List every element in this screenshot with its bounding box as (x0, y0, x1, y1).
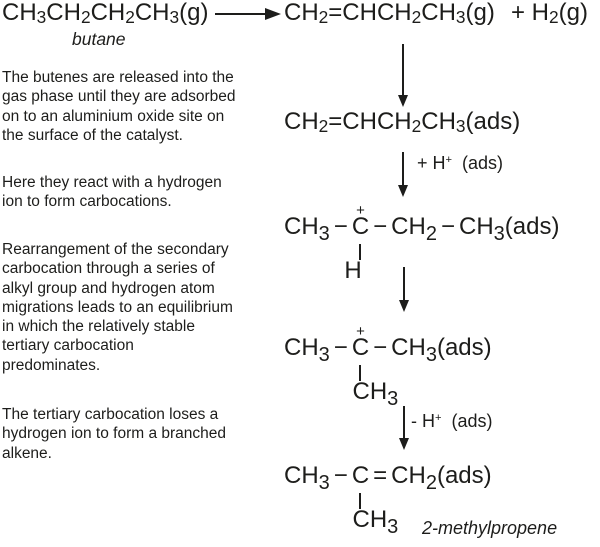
sec-bond-3: − (440, 213, 455, 240)
sec-below-hydrogen: H (344, 257, 362, 284)
down-arrow-1-line (402, 44, 404, 96)
tert-left-group: CH3 (284, 334, 330, 366)
tert-bond-2: − (373, 334, 388, 361)
prod-below-methyl: CH3 (352, 506, 399, 538)
reaction-arrow-line (215, 13, 267, 15)
down-arrow-1-head (398, 95, 408, 107)
prod-vertical-bond (359, 493, 362, 509)
prod-bond-1: − (333, 462, 348, 489)
sec-vertical-bond (359, 244, 362, 260)
sec-left-group: CH3 (284, 213, 330, 245)
sec-bond-2: − (373, 213, 388, 240)
butene-adsorbed-formula: CH2=CHCH2CH3(ads) (284, 108, 521, 137)
tert-central-carbon: C + CH3 (351, 323, 399, 410)
down-arrow-4-head (399, 438, 409, 450)
down-arrow-3-line (403, 267, 405, 301)
add-hydrogen-ion-label: + H+ (ads) (417, 153, 504, 173)
positive-charge-icon: + (356, 202, 365, 219)
down-arrow-3-head (399, 300, 409, 312)
tert-right-group: CH3(ads) (391, 334, 492, 366)
down-arrow-2-line (402, 152, 404, 186)
hydrogen-product-formula: + H2(g) (511, 0, 588, 28)
lose-hydrogen-ion-label: - H+ (ads) (411, 411, 493, 431)
sec-bond-1: − (333, 213, 348, 240)
product-label: 2-methylpropene (422, 518, 558, 538)
butane-formula: CH3CH2CH2CH3(g) (2, 0, 209, 28)
sec-central-carbon: C + H (344, 202, 370, 284)
positive-charge-icon: + (356, 323, 365, 340)
sec-right-group: CH3(ads) (458, 213, 560, 245)
reaction-arrow-head (265, 8, 281, 20)
prod-double-bond: = (373, 462, 388, 489)
secondary-carbocation-structure: CH3 − C + H − CH2 − CH3(ads) (284, 202, 560, 284)
tertiary-carbocation-structure: CH3 − C + CH3 − CH3(ads) (284, 323, 492, 410)
prod-right-group: CH2(ads) (391, 462, 492, 494)
product-structure: CH3 − C CH3 = CH2(ads) (284, 462, 492, 538)
butane-label: butane (72, 29, 126, 49)
tert-below-methyl: CH3 (352, 378, 399, 410)
prod-central-carbon: C CH3 (351, 462, 399, 538)
tert-bond-1: − (333, 334, 348, 361)
prod-left-group: CH3 (284, 462, 330, 494)
down-arrow-2-head (398, 185, 408, 197)
tert-vertical-bond (359, 365, 362, 381)
butene-gas-formula: CH2=CHCH2CH3(g) (284, 0, 495, 28)
down-arrow-4-line (403, 406, 405, 439)
sec-mid-group: CH2 (391, 213, 437, 245)
